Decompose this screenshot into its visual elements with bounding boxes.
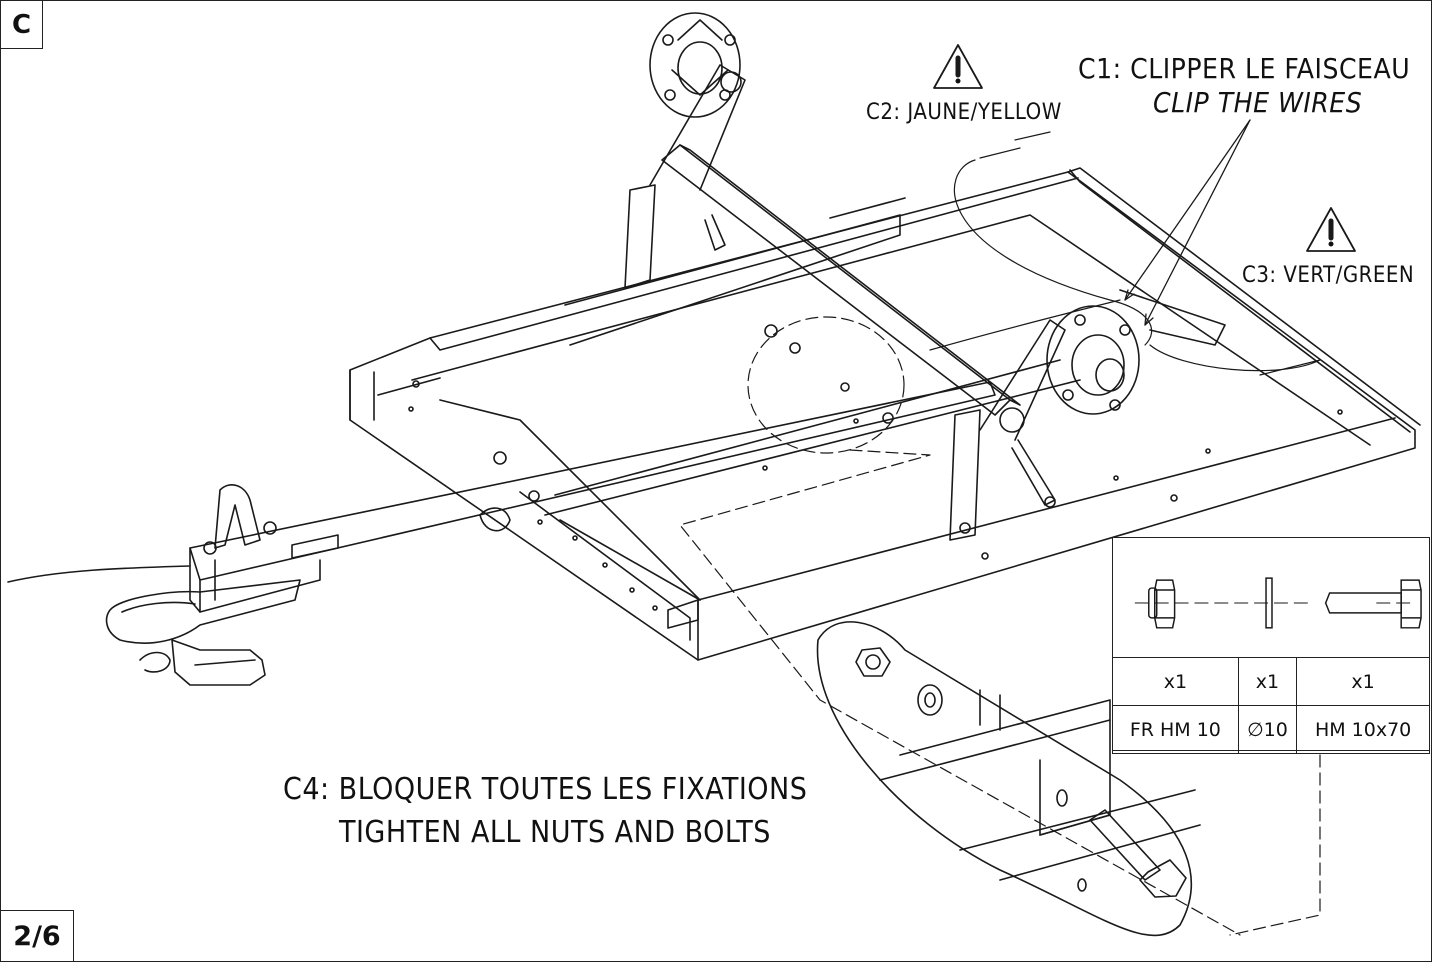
note-c3: C3: VERT/GREEN (1242, 263, 1415, 288)
detail-callout (679, 316, 1321, 936)
note-c4-french: C4: BLOQUER TOUTES LES FIXATIONS (283, 772, 808, 807)
warning-triangle-icon (1306, 207, 1356, 252)
parts-table: x1 x1 x1 FR HM 10 ∅10 HM 10x70 (1112, 537, 1430, 754)
ref-washer: ∅10 (1237, 705, 1298, 754)
frame-bolts (408, 324, 1343, 611)
nut-icon (1148, 579, 1176, 629)
note-c1-french: C1: CLIPPER LE FAISCEAU (1078, 52, 1411, 85)
note-c2: C2: JAUNE/YELLOW (866, 100, 1062, 125)
washer-icon (1265, 577, 1273, 629)
page-number: 2/6 (0, 910, 74, 962)
parts-illustration (1134, 577, 1422, 629)
right-hub (1046, 305, 1140, 415)
c1-leader-arrows (1124, 119, 1251, 326)
chassis-frame (349, 167, 1421, 661)
side-rails (564, 169, 1411, 433)
drawbar (189, 381, 996, 613)
qty-washer: x1 (1237, 657, 1298, 706)
qty-bolt: x1 (1296, 657, 1430, 706)
parts-grid: x1 x1 x1 FR HM 10 ∅10 HM 10x70 (1112, 657, 1430, 754)
cross-beam (624, 64, 1066, 541)
upper-hub (649, 12, 741, 118)
ref-nut: FR HM 10 (1112, 705, 1239, 754)
enlarged-detail (816, 621, 1201, 937)
note-c4-english: TIGHTEN ALL NUTS AND BOLTS (339, 815, 771, 850)
qty-nut: x1 (1112, 657, 1239, 706)
bolt-icon (1324, 579, 1422, 629)
coupling-head (7, 484, 301, 686)
ref-bolt: HM 10x70 (1296, 705, 1430, 754)
warning-triangle-icon (933, 44, 983, 89)
sheet-letter: C (0, 0, 43, 49)
note-c1-english: CLIP THE WIRES (1153, 86, 1363, 119)
wiring-harness (929, 131, 1321, 376)
